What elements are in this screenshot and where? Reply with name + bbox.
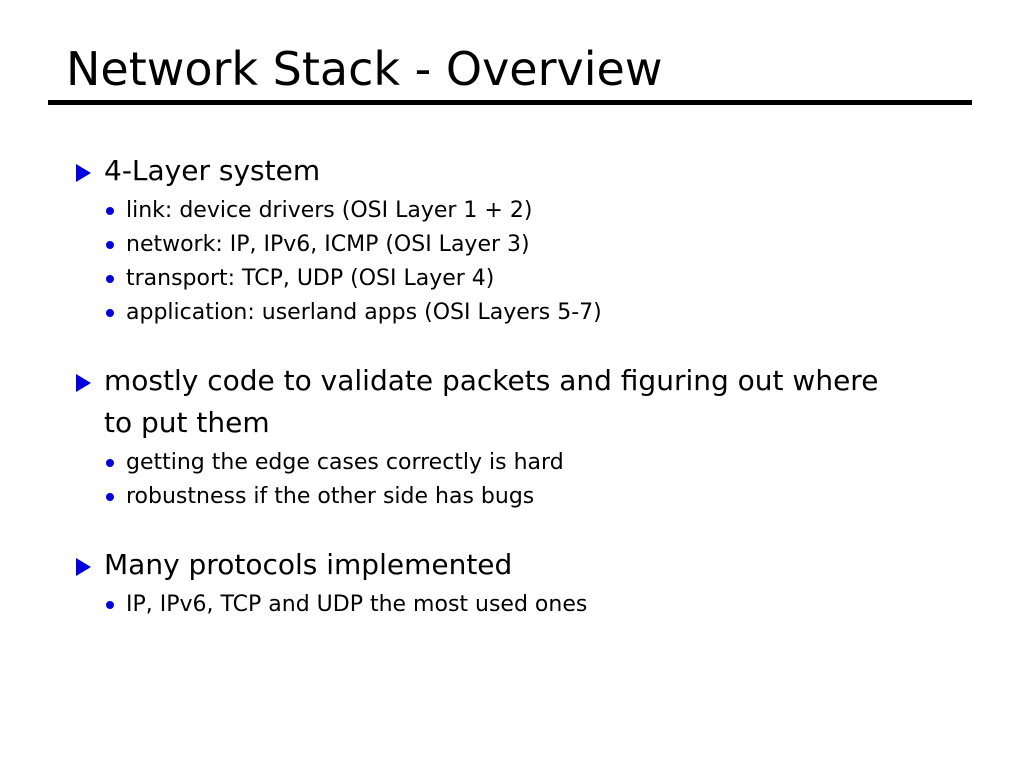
bullet-level2-label: transport: TCP, UDP (OSI Layer 4) (126, 266, 495, 291)
slide-body: 4-Layer system link: device drivers (OSI… (0, 150, 1024, 622)
title-block: Network Stack - Overview (48, 46, 972, 105)
bullet-level2-list: getting the edge cases correctly is hard… (0, 446, 1024, 514)
page-title: Network Stack - Overview (66, 42, 663, 96)
bullet-level2-label: IP, IPv6, TCP and UDP the most used ones (126, 592, 588, 617)
bullet-level2-label: robustness if the other side has bugs (126, 484, 535, 509)
bullet-group: 4-Layer system link: device drivers (OSI… (0, 150, 1024, 330)
dot-icon (106, 309, 114, 317)
bullet-group: mostly code to validate packets and figu… (0, 360, 1024, 514)
list-item: IP, IPv6, TCP and UDP the most used ones (0, 588, 1024, 622)
bullet-level1-label: 4-Layer system (104, 154, 321, 187)
dot-icon (106, 459, 114, 467)
dot-icon (106, 493, 114, 501)
dot-icon (106, 207, 114, 215)
triangle-right-icon (76, 374, 91, 392)
bullet-level2-label: application: userland apps (OSI Layers 5… (126, 300, 602, 325)
dot-icon (106, 275, 114, 283)
bullet-level1-label: Many protocols implemented (104, 548, 513, 581)
bullet-level2-list: IP, IPv6, TCP and UDP the most used ones (0, 588, 1024, 622)
bullet-level1: mostly code to validate packets and figu… (0, 360, 1024, 444)
list-item: transport: TCP, UDP (OSI Layer 4) (0, 262, 1024, 296)
bullet-level2-label: getting the edge cases correctly is hard (126, 450, 564, 475)
title-underline-rule (48, 100, 972, 105)
dot-icon (106, 241, 114, 249)
bullet-group: Many protocols implemented IP, IPv6, TCP… (0, 544, 1024, 622)
bullet-level2-label: network: IP, IPv6, ICMP (OSI Layer 3) (126, 232, 530, 257)
bullet-level1-label: mostly code to validate packets and figu… (104, 364, 879, 439)
list-item: robustness if the other side has bugs (0, 480, 1024, 514)
bullet-level2-list: link: device drivers (OSI Layer 1 + 2) n… (0, 194, 1024, 330)
bullet-level1: 4-Layer system (0, 150, 1024, 192)
triangle-right-icon (76, 164, 91, 182)
list-item: application: userland apps (OSI Layers 5… (0, 296, 1024, 330)
list-item: link: device drivers (OSI Layer 1 + 2) (0, 194, 1024, 228)
list-item: getting the edge cases correctly is hard (0, 446, 1024, 480)
dot-icon (106, 601, 114, 609)
bullet-level1: Many protocols implemented (0, 544, 1024, 586)
bullet-level2-label: link: device drivers (OSI Layer 1 + 2) (126, 198, 533, 223)
triangle-right-icon (76, 558, 91, 576)
list-item: network: IP, IPv6, ICMP (OSI Layer 3) (0, 228, 1024, 262)
